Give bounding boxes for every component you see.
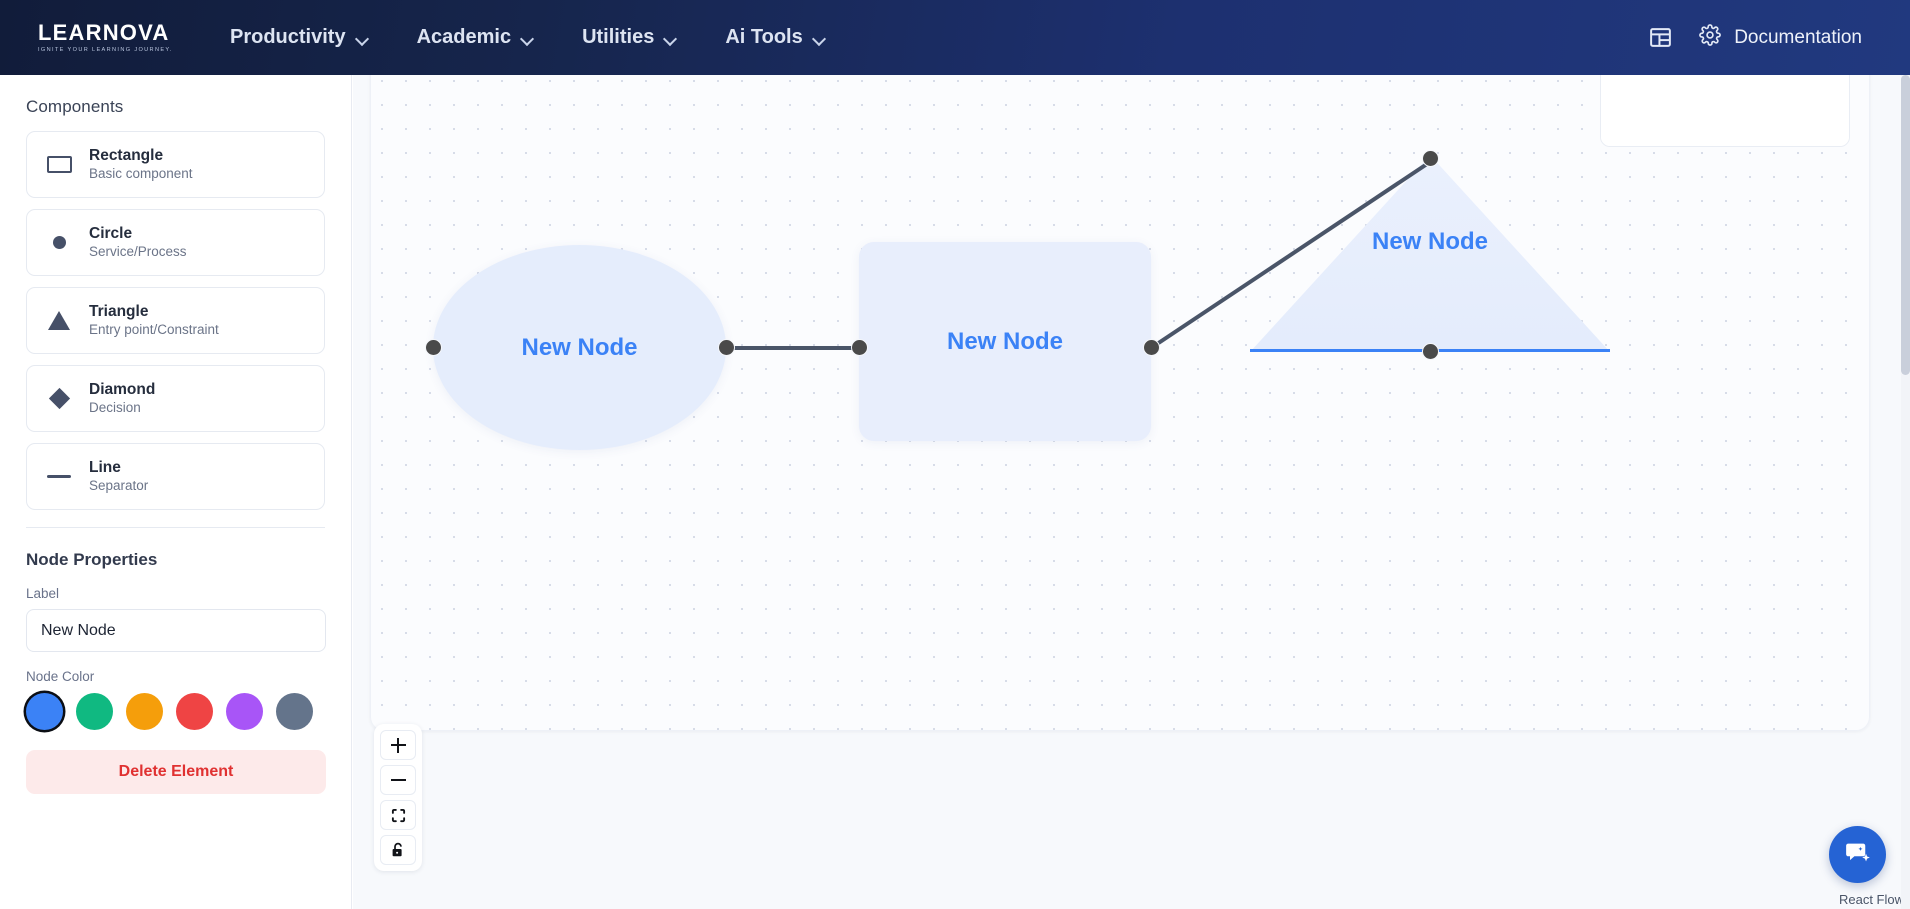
component-desc: Decision	[89, 400, 141, 416]
nav-label: Ai Tools	[725, 26, 803, 48]
color-swatch-slate[interactable]	[276, 693, 313, 730]
header-actions: Documentation	[1648, 23, 1910, 52]
component-card-line[interactable]: Line Separator	[26, 443, 325, 510]
logo-text: LEARNOVA	[38, 20, 170, 45]
component-card-circle[interactable]: Circle Service/Process	[26, 209, 325, 276]
node-label: New Node	[946, 327, 1063, 355]
components-sidebar: Components Rectangle Basic component Cir…	[0, 75, 352, 909]
logo-tagline: IGNITE YOUR LEARNING JOURNEY.	[38, 47, 173, 53]
node-ellipse[interactable]: New Node	[424, 245, 735, 450]
nav-item-ai-tools[interactable]: Ai Tools	[701, 0, 849, 75]
color-swatch-red[interactable]	[176, 693, 213, 730]
lock-button[interactable]	[380, 835, 416, 865]
node-rectangle[interactable]: New Node	[850, 242, 1160, 441]
color-swatch-green[interactable]	[76, 693, 113, 730]
nav-label: Utilities	[582, 26, 655, 48]
node-label: New Node	[521, 333, 638, 361]
delete-element-button[interactable]: Delete Element	[26, 750, 326, 794]
node-label: New Node	[1371, 228, 1488, 255]
flow-canvas[interactable]: New Node New Node New Node	[353, 75, 1910, 909]
color-swatch-amber[interactable]	[126, 693, 163, 730]
scrollbar-thumb[interactable]	[1901, 75, 1910, 375]
logo[interactable]: LEARNOVA IGNITE YOUR LEARNING JOURNEY.	[0, 20, 196, 54]
component-desc: Basic component	[89, 166, 193, 182]
components-title: Components	[26, 97, 124, 116]
minimap[interactable]	[1600, 75, 1850, 147]
node-color-label: Node Color	[26, 669, 95, 684]
chevron-down-icon	[664, 34, 677, 42]
node-handle-top[interactable]	[1421, 150, 1439, 167]
component-name: Triangle	[89, 302, 149, 320]
nav-label: Academic	[416, 26, 512, 48]
react-flow-attribution[interactable]: React Flow	[1838, 892, 1904, 907]
component-name: Circle	[89, 224, 133, 242]
chat-sparkle-icon	[1846, 843, 1870, 862]
node-color-swatches	[26, 693, 325, 730]
documentation-label: Documentation	[1734, 26, 1862, 48]
component-name: Rectangle	[89, 146, 164, 164]
documentation-button[interactable]: Documentation	[1699, 23, 1862, 52]
chevron-down-icon	[813, 34, 826, 42]
lock-icon	[392, 842, 402, 857]
canvas-pane[interactable]: New Node New Node New Node	[370, 75, 1870, 731]
triangle-icon	[45, 311, 73, 330]
layout-dashboard-icon[interactable]	[1648, 25, 1673, 50]
nav-item-productivity[interactable]: Productivity	[206, 0, 393, 75]
node-handle-right[interactable]	[717, 339, 735, 356]
minimap-viewport	[1601, 75, 1849, 146]
node-handle-bottom[interactable]	[1421, 343, 1439, 360]
node-label-input[interactable]	[26, 609, 326, 652]
zoom-out-button[interactable]	[380, 765, 416, 795]
component-desc: Service/Process	[89, 244, 187, 260]
chevron-down-icon	[356, 34, 369, 42]
zoom-in-button[interactable]	[380, 730, 416, 760]
chat-assistant-button[interactable]	[1829, 826, 1886, 883]
plus-icon	[390, 737, 406, 753]
node-handle-left[interactable]	[850, 338, 868, 356]
diamond-icon	[45, 387, 73, 410]
component-card-rectangle[interactable]: Rectangle Basic component	[26, 131, 325, 198]
fit-view-button[interactable]	[380, 800, 416, 830]
page-scrollbar[interactable]	[1901, 75, 1910, 909]
nav-item-academic[interactable]: Academic	[393, 0, 559, 75]
color-swatch-purple[interactable]	[226, 693, 263, 730]
rectangle-icon	[45, 156, 73, 173]
minus-icon	[390, 779, 406, 781]
component-name: Diamond	[89, 380, 156, 398]
canvas-controls	[374, 724, 422, 871]
component-card-diamond[interactable]: Diamond Decision	[26, 365, 325, 432]
node-triangle[interactable]: New Node	[1250, 150, 1610, 360]
circle-icon	[45, 236, 73, 249]
node-properties-title: Node Properties	[26, 550, 158, 569]
component-desc: Separator	[89, 478, 149, 494]
fit-view-icon	[391, 808, 405, 822]
label-field-label: Label	[26, 586, 60, 601]
nav-label: Productivity	[230, 26, 346, 48]
main-nav: Productivity Academic Utilities Ai Tools	[206, 0, 850, 75]
node-handle-left[interactable]	[424, 339, 442, 356]
gear-icon	[1699, 23, 1722, 52]
node-handle-right[interactable]	[1142, 338, 1160, 356]
component-card-triangle[interactable]: Triangle Entry point/Constraint	[26, 287, 325, 354]
color-swatch-blue[interactable]	[26, 693, 63, 730]
component-desc: Entry point/Constraint	[89, 322, 219, 338]
app-header: LEARNOVA IGNITE YOUR LEARNING JOURNEY. P…	[0, 0, 1910, 75]
chevron-down-icon	[521, 34, 534, 42]
component-name: Line	[89, 458, 121, 476]
line-icon	[45, 474, 73, 479]
nav-item-utilities[interactable]: Utilities	[558, 0, 701, 75]
sidebar-divider	[26, 527, 325, 528]
